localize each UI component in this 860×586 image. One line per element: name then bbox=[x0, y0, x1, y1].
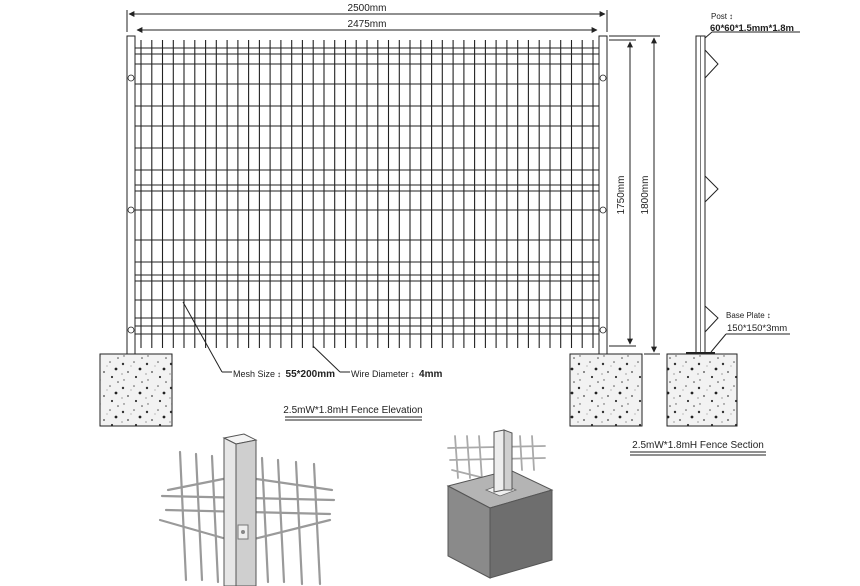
fence-section: Post↕ 60*60*1.5mm*1.8m Base Plate↕ 150*1… bbox=[630, 12, 800, 456]
dimension-panel-height: 1750mm bbox=[609, 39, 636, 347]
mesh-size-value: 55*200mm bbox=[286, 369, 336, 380]
overall-width-label: 2500mm bbox=[348, 3, 387, 14]
post-base-post bbox=[493, 429, 513, 493]
post-value: 60*60*1.5mm*1.8m bbox=[710, 23, 794, 34]
dimension-overall-height: 1800mm bbox=[609, 35, 660, 355]
wire-diameter-value: 4mm bbox=[419, 369, 442, 380]
post-label: Post bbox=[711, 12, 728, 21]
concrete-footing-section bbox=[666, 353, 738, 427]
clamp-detail-post bbox=[222, 433, 258, 586]
wire-diameter-callout: Wire Diameter↕ 4mm bbox=[312, 345, 442, 380]
post-callout: Post↕ 60*60*1.5mm*1.8m bbox=[704, 12, 800, 39]
wire-diameter-label: Wire Diameter bbox=[351, 369, 409, 379]
footing-right-face bbox=[489, 489, 553, 579]
panel-width-label: 2475mm bbox=[348, 19, 387, 30]
section-caption-text: 2.5mW*1.8mH Fence Section bbox=[632, 440, 764, 451]
post-clamps bbox=[127, 74, 607, 334]
elevation-caption: 2.5mW*1.8mH Fence Elevation bbox=[283, 405, 423, 421]
panel-height-label: 1750mm bbox=[616, 176, 627, 215]
dimension-panel-width: 2475mm bbox=[136, 19, 598, 33]
base-plate-callout: Base Plate↕ 150*150*3mm bbox=[710, 311, 790, 353]
svg-text:Mesh Size↕ 55*200mm: Mesh Size↕ 55*200mm bbox=[233, 369, 335, 380]
elevation-caption-text: 2.5mW*1.8mH Fence Elevation bbox=[283, 405, 423, 416]
post-base-detail-3d bbox=[446, 429, 554, 579]
section-caption: 2.5mW*1.8mH Fence Section bbox=[630, 440, 766, 456]
svg-text:Post↕: Post↕ bbox=[711, 12, 733, 21]
mesh-size-label: Mesh Size bbox=[233, 369, 275, 379]
base-plate-label: Base Plate bbox=[726, 311, 765, 320]
fence-elevation: 2500mm 2475mm 1750mm 1800mm Mesh Size↕ bbox=[99, 3, 660, 427]
right-post bbox=[598, 35, 608, 355]
svg-text:Wire Diameter↕ 4mm: Wire Diameter↕ 4mm bbox=[351, 369, 442, 380]
mesh-size-callout: Mesh Size↕ 55*200mm bbox=[182, 301, 335, 380]
panel-v-bends bbox=[704, 49, 719, 333]
left-post bbox=[126, 35, 136, 355]
fence-panel-mesh bbox=[135, 40, 599, 348]
base-plate-value: 150*150*3mm bbox=[727, 323, 787, 334]
concrete-footing-right bbox=[569, 353, 643, 427]
svg-text:Base Plate↕: Base Plate↕ bbox=[726, 311, 771, 320]
clamp-detail-3d bbox=[158, 433, 336, 586]
overall-height-label: 1800mm bbox=[640, 176, 651, 215]
dimension-overall-width: 2500mm bbox=[126, 3, 608, 32]
concrete-footing-left bbox=[99, 353, 173, 427]
